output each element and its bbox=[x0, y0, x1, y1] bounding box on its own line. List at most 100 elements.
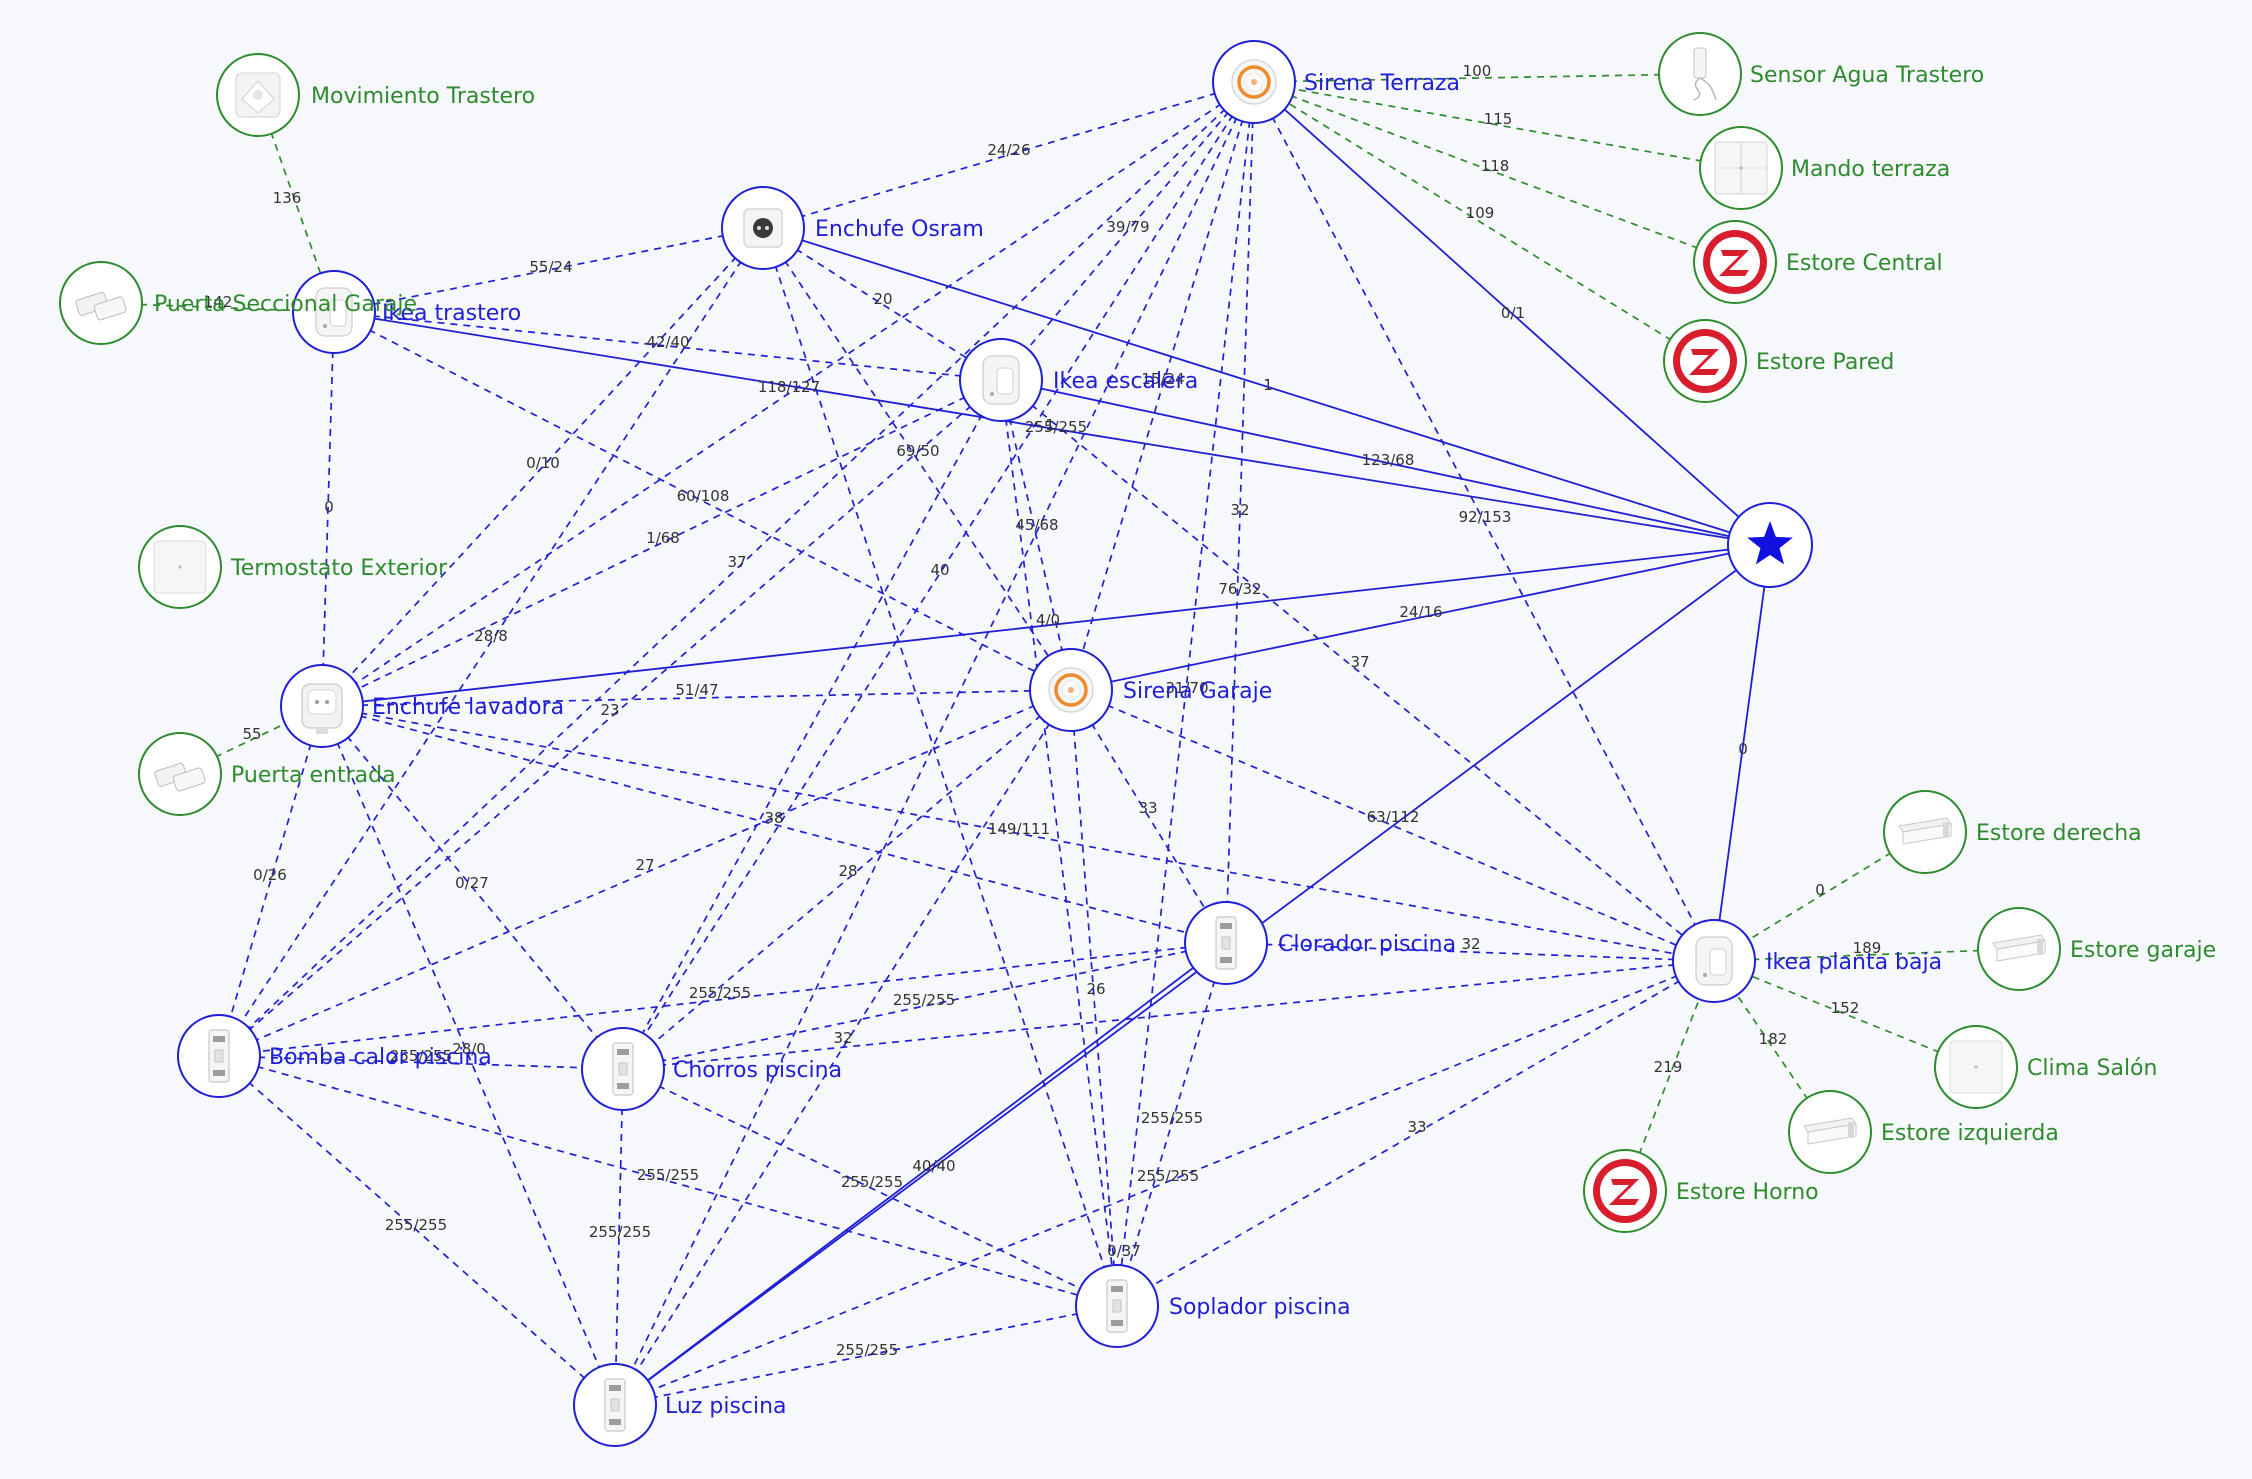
node-label: Ikea planta baja bbox=[1766, 950, 1942, 975]
node-coordinator[interactable] bbox=[1727, 502, 1813, 588]
link-label: 255/255 bbox=[841, 1173, 903, 1191]
node-ikea-trastero[interactable]: Ikea trastero bbox=[292, 270, 521, 354]
link-label: 0/1 bbox=[1501, 304, 1525, 322]
node-estore-izquierda[interactable]: Estore izquierda bbox=[1788, 1090, 2059, 1174]
node-ikea-planta-baja[interactable]: Ikea planta baja bbox=[1672, 919, 1942, 1003]
link-label: 255/255 bbox=[390, 1047, 452, 1065]
link-label: 15/24 bbox=[1141, 370, 1184, 388]
link-ikea-escalera-bomba-calor-piscina bbox=[218, 379, 1002, 1057]
link-coordinator-enchufe-lavadora bbox=[321, 544, 1771, 707]
link-label: 255/255 bbox=[589, 1223, 651, 1241]
link-label: 0/26 bbox=[253, 866, 287, 884]
link-label: 0 bbox=[1738, 740, 1748, 758]
node-enchufe-lavadora[interactable]: Enchufe lavadora bbox=[280, 664, 564, 748]
link-label: 152 bbox=[1831, 999, 1860, 1017]
link-clima-salon-ikea-planta-baja bbox=[1713, 960, 1977, 1068]
link-label: 1 bbox=[1045, 416, 1055, 434]
link-label: 45/68 bbox=[1015, 516, 1058, 534]
link-ikea-escalera-ikea-planta-baja bbox=[1000, 379, 1715, 962]
link-label: 51/47 bbox=[675, 681, 718, 699]
node-label: Puerta entrada bbox=[231, 763, 396, 788]
node-clorador-piscina[interactable]: Clorador piscina bbox=[1184, 901, 1456, 985]
din-relay-icon bbox=[208, 1029, 230, 1083]
node-puerta-entrada[interactable]: Puerta entrada bbox=[138, 732, 396, 816]
link-enchufe-lavadora-chorros-piscina bbox=[321, 705, 624, 1070]
node-movimiento-trastero[interactable]: Movimiento Trastero bbox=[216, 53, 535, 137]
node-estore-derecha[interactable]: Estore derecha bbox=[1883, 790, 2142, 874]
node-bomba-calor-piscina[interactable]: Bomba calor piscina bbox=[177, 1014, 492, 1098]
node-sirena-garaje[interactable]: Sirena Garaje bbox=[1029, 648, 1272, 732]
link-label: 37 bbox=[1350, 653, 1369, 671]
node-estore-garaje[interactable]: Estore garaje bbox=[1977, 907, 2216, 991]
siren-icon bbox=[1231, 59, 1277, 105]
node-sirena-terraza[interactable]: Sirena Terraza bbox=[1212, 40, 1460, 124]
link-ikea-planta-baja-clorador-piscina bbox=[1225, 942, 1715, 962]
link-ikea-trastero-sirena-garaje bbox=[333, 311, 1072, 691]
link-label: 32 bbox=[1230, 501, 1249, 519]
link-sirena-terraza-sirena-garaje bbox=[1070, 81, 1255, 691]
link-sirena-garaje-bomba-calor-piscina bbox=[218, 689, 1072, 1057]
link-coordinator-sirena-garaje bbox=[1070, 544, 1771, 691]
node-termostato-exterior[interactable]: Termostato Exterior bbox=[138, 525, 448, 609]
link-sirena-terraza-enchufe-lavadora bbox=[321, 81, 1255, 707]
link-label: 24/16 bbox=[1399, 603, 1442, 621]
link-label: 182 bbox=[1759, 1030, 1788, 1048]
link-enchufe-osram-bomba-calor-piscina bbox=[218, 227, 764, 1057]
link-sirena-garaje-clorador-piscina bbox=[1070, 689, 1227, 944]
node-luz-piscina[interactable]: Luz piscina bbox=[573, 1363, 787, 1447]
link-coordinator-sirena-terraza bbox=[1253, 81, 1771, 546]
node-chorros-piscina[interactable]: Chorros piscina bbox=[581, 1027, 842, 1111]
link-label: 23 bbox=[600, 701, 619, 719]
link-enchufe-osram-enchufe-lavadora bbox=[321, 227, 764, 707]
link-label: 255/255 bbox=[637, 1166, 699, 1184]
link-label: 92/153 bbox=[1459, 508, 1512, 526]
node-ikea-escalera[interactable]: Ikea escalera bbox=[959, 338, 1198, 422]
star-icon bbox=[1747, 521, 1793, 565]
link-sirena-terraza-bomba-calor-piscina bbox=[218, 81, 1255, 1057]
link-sirena-terraza-chorros-piscina bbox=[622, 81, 1255, 1070]
node-clima-salon[interactable]: Clima Salón bbox=[1934, 1025, 2157, 1109]
link-label: 255/255 bbox=[385, 1216, 447, 1234]
smart-plug-icon bbox=[743, 208, 783, 248]
zigbee-icon bbox=[1703, 230, 1767, 294]
node-estore-horno[interactable]: Estore Horno bbox=[1583, 1149, 1819, 1233]
node-sensor-agua-trastero[interactable]: Sensor Agua Trastero bbox=[1658, 32, 1984, 116]
link-label: 0/37 bbox=[1107, 1242, 1141, 1260]
node-mando-terraza[interactable]: Mando terraza bbox=[1699, 126, 1950, 210]
node-soplador-piscina[interactable]: Soplador piscina bbox=[1075, 1264, 1351, 1348]
node-estore-central[interactable]: Estore Central bbox=[1693, 220, 1943, 304]
link-label: 255/255 bbox=[1137, 1167, 1199, 1185]
link-label: 1/68 bbox=[646, 529, 680, 547]
link-label: 28/8 bbox=[474, 627, 508, 645]
node-label: Estore Horno bbox=[1676, 1180, 1819, 1205]
node-label: Clima Salón bbox=[2027, 1056, 2157, 1081]
link-label: 219 bbox=[1654, 1058, 1683, 1076]
blind-motor-icon bbox=[1803, 1117, 1857, 1145]
link-bomba-calor-piscina-luz-piscina bbox=[218, 1055, 616, 1406]
node-label: Estore derecha bbox=[1976, 821, 2142, 846]
link-label: 55 bbox=[242, 725, 261, 743]
node-enchufe-osram[interactable]: Enchufe Osram bbox=[721, 186, 984, 270]
link-ikea-planta-baja-chorros-piscina bbox=[622, 960, 1715, 1070]
smart-plug-icon bbox=[301, 683, 343, 734]
link-label: 38 bbox=[764, 809, 783, 827]
link-ikea-planta-baja-luz-piscina bbox=[614, 960, 1715, 1406]
remote-icon bbox=[1714, 141, 1768, 195]
link-sirena-garaje-luz-piscina bbox=[614, 689, 1072, 1406]
node-label: Estore izquierda bbox=[1881, 1121, 2059, 1146]
node-label: Sirena Terraza bbox=[1304, 71, 1460, 96]
node-puerta-seccional-garaje[interactable]: Puerta Seccional Garaje bbox=[59, 261, 417, 345]
link-label: 1 bbox=[1263, 376, 1273, 394]
link-label: 255/255 bbox=[836, 1341, 898, 1359]
link-label: 189 bbox=[1853, 939, 1882, 957]
node-label: Ikea trastero bbox=[382, 301, 521, 326]
link-enchufe-osram-ikea-escalera bbox=[762, 227, 1002, 381]
node-label: Chorros piscina bbox=[673, 1058, 842, 1083]
node-estore-pared[interactable]: Estore Pared bbox=[1663, 319, 1894, 403]
link-label: 0 bbox=[1815, 881, 1825, 899]
door-sensor-icon bbox=[154, 762, 206, 792]
link-bomba-calor-piscina-chorros-piscina bbox=[218, 1055, 624, 1070]
